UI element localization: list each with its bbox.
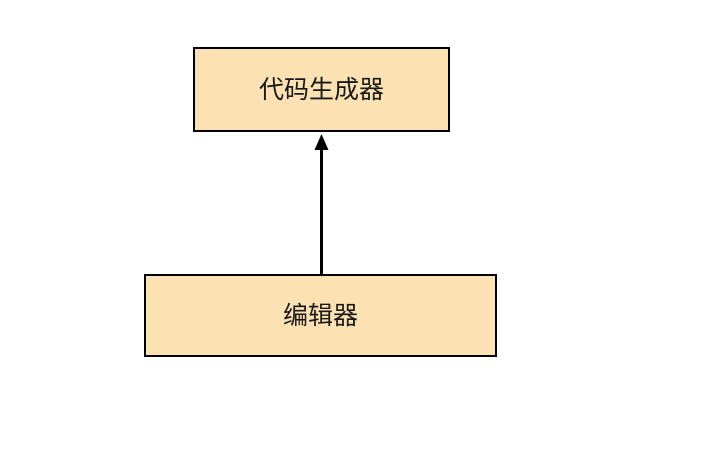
- node-editor[interactable]: 编辑器: [144, 274, 497, 357]
- node-code-generator[interactable]: 代码生成器: [193, 47, 450, 132]
- edge-editor-to-code-generator[interactable]: [314, 134, 329, 274]
- arrowhead-up-icon: [314, 134, 329, 150]
- node-code-generator-label: 代码生成器: [258, 75, 384, 104]
- node-editor-label: 编辑器: [282, 301, 358, 330]
